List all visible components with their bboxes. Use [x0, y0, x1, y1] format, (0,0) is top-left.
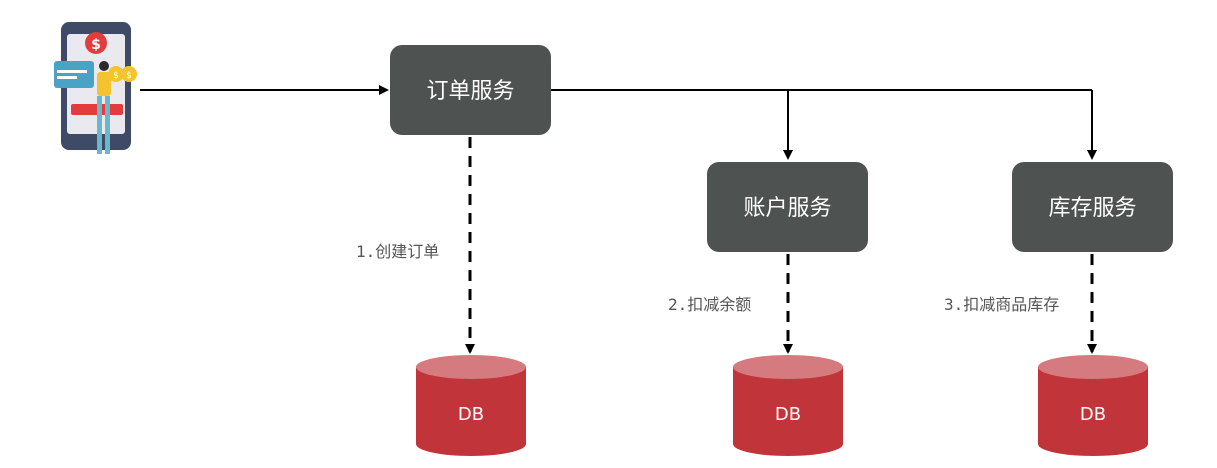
inventory-service-label: 库存服务: [1048, 196, 1136, 221]
account-db: DB: [733, 355, 843, 456]
inventory-db-label: DB: [1080, 404, 1106, 425]
order-service-box[interactable]: 订单服务: [390, 45, 551, 135]
svg-text:$: $: [126, 71, 132, 81]
order-db: DB: [416, 355, 526, 456]
order-service-label: 订单服务: [426, 79, 514, 104]
step-label-create-order: 1.创建订单: [356, 242, 439, 261]
account-db-label: DB: [775, 404, 801, 425]
step-label-deduct-balance: 2.扣减余额: [668, 295, 751, 314]
svg-text:$: $: [91, 37, 101, 53]
svg-text:$: $: [113, 71, 119, 81]
account-service-label: 账户服务: [743, 196, 831, 221]
mobile-payment-icon: $ $ $: [54, 22, 137, 154]
step-label-deduct-inventory: 3.扣减商品库存: [944, 295, 1059, 314]
account-service-box[interactable]: 账户服务: [707, 162, 868, 252]
order-db-label: DB: [458, 404, 484, 425]
inventory-service-box[interactable]: 库存服务: [1012, 162, 1173, 252]
inventory-db: DB: [1038, 355, 1148, 456]
